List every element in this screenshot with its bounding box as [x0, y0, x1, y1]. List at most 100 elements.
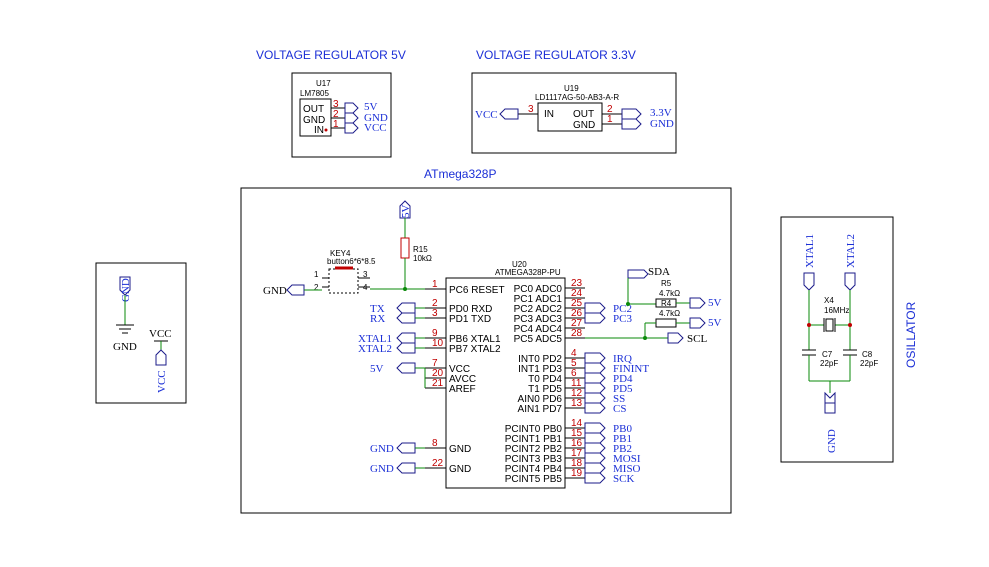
key4-net-gnd: GND — [263, 285, 287, 297]
u20-pin-2-num: 2 — [432, 298, 438, 309]
u20-pin-27-name: PC4 ADC4 — [514, 324, 563, 335]
u20-right-net-18: MISO — [613, 463, 641, 475]
u17-value: LM7805 — [300, 89, 329, 98]
r5-ref: R5 — [661, 279, 672, 288]
x4-value: 16MHz — [824, 306, 849, 315]
u19-ld1117: U19 LD1117AG-50-AB3-A-R IN OUT GND 3 VCC… — [475, 84, 674, 132]
u20-pin-9-name: PB6 XTAL1 — [449, 334, 501, 345]
u20-right-net-6: PD4 — [613, 373, 633, 385]
title-voltage-regulator-5v: VOLTAGE REGULATOR 5V — [256, 48, 406, 62]
key4-body — [328, 268, 359, 294]
r5-value: 4.7kΩ — [659, 289, 680, 298]
power-vcc-port-label: VCC — [156, 370, 168, 393]
u19-net-3v3: 3.3V — [650, 107, 672, 119]
u20-pin-15-num: 15 — [571, 428, 583, 439]
r15-value: 10kΩ — [413, 254, 432, 263]
title-atmega328p: ATmega328P — [424, 167, 497, 181]
u20-pin-9-num: 9 — [432, 328, 438, 339]
u20-pin-6-name: T0 PD4 — [528, 374, 562, 385]
u20-left-net-2: TX — [370, 303, 385, 315]
u17-pin2-num: 2 — [333, 109, 339, 120]
u20-pin-28-name: PC5 ADC5 — [514, 334, 563, 345]
osc-xtal1-label: XTAL1 — [804, 234, 816, 268]
u20-pin-25-name: PC2 ADC2 — [514, 304, 563, 315]
u20-pin-4-name: INT0 PD2 — [518, 354, 562, 365]
key4-pin4: 4 — [363, 283, 368, 292]
u20-body — [445, 277, 566, 489]
u17-pin-out-name: OUT — [303, 104, 324, 115]
i2c-net-scl: SCL — [687, 333, 707, 345]
c8-value: 22pF — [860, 359, 878, 368]
key4-pin2: 2 — [314, 283, 319, 292]
key4-ref: KEY4 — [330, 249, 351, 258]
u20-left-net-3: RX — [370, 313, 385, 325]
u20-pin-7-num: 7 — [432, 358, 438, 369]
r4-body — [655, 318, 677, 328]
u20-right-net-11: PD5 — [613, 383, 633, 395]
u20-pin-26-name: PC3 ADC3 — [514, 314, 563, 325]
u20-pin-5-num: 5 — [571, 358, 577, 369]
oscillator-circuit: XTAL1 XTAL2 X4 16MHz C7 22pF C8 22pF GND — [802, 234, 878, 453]
u20-pin-3-name: PD1 TXD — [449, 314, 491, 325]
u17-lm7805: U17 LM7805 OUT GND IN 3 2 1 5V GND VCC — [299, 79, 388, 137]
u20-pin-8-num: 8 — [432, 438, 438, 449]
u20-pin-18-num: 18 — [571, 458, 583, 469]
u20-left-net-7: 5V — [370, 363, 384, 375]
u20-pin-23-name: PC0 ADC0 — [514, 284, 563, 295]
u20-right-net-5: FININT — [613, 363, 649, 375]
u20-pin-14-name: PCINT0 PB0 — [505, 424, 563, 435]
i2c-pullups: SDA R5 4.7kΩ R4 5V 4.7kΩ 5V SCL — [585, 266, 722, 345]
u20-pin-6-num: 6 — [571, 368, 577, 379]
key4-pin3: 3 — [363, 270, 368, 279]
u20-pin-11-num: 11 — [571, 378, 582, 389]
u20-right-net-19: SCK — [613, 473, 634, 485]
u20-pin-10-num: 10 — [432, 338, 444, 349]
u20-pin-16-num: 16 — [571, 438, 583, 449]
u20-pin-14-num: 14 — [571, 418, 583, 429]
u20-left-net-22: GND — [370, 463, 394, 475]
u20-value: ATMEGA328P-PU — [495, 268, 561, 277]
u17-pin1-num: 1 — [333, 119, 339, 130]
u20-pin-26-num: 26 — [571, 308, 583, 319]
u17-net-vcc: VCC — [364, 122, 387, 134]
power-symbols: GND GND VCC VCC — [113, 276, 172, 393]
c7-ref: C7 — [822, 350, 833, 359]
u20-pin-7-name: VCC — [449, 364, 470, 375]
u20-pin-20-num: 20 — [432, 368, 444, 379]
osc-gnd-label: GND — [826, 429, 838, 453]
reset-circuit: 5V R15 10kΩ KEY4 button6*6*8.5 1 2 3 4 G… — [263, 200, 432, 297]
u19-pin-out-name: OUT — [573, 109, 594, 120]
u19-net-vcc: VCC — [475, 109, 498, 121]
u20-left-net-8: GND — [370, 443, 394, 455]
r15-ref: R15 — [413, 245, 428, 254]
u19-pin2-num: 2 — [607, 104, 613, 115]
u20-pin-25-num: 25 — [571, 298, 583, 309]
u20-right-net-4: IRQ — [613, 353, 632, 365]
u20-right-net-16: PB2 — [613, 443, 632, 455]
r5-net-5v: 5V — [708, 297, 722, 309]
u20-pin-20-name: AVCC — [449, 374, 476, 385]
u20-right-net-15: PB1 — [613, 433, 632, 445]
u19-body — [537, 102, 603, 132]
u20-pin-24-num: 24 — [571, 288, 583, 299]
u20-pin-19-name: PCINT5 PB5 — [505, 474, 563, 485]
u17-ref: U17 — [316, 79, 331, 88]
power-gnd-port-label: GND — [120, 278, 132, 302]
c8-ref: C8 — [862, 350, 873, 359]
u20-pin-27-num: 27 — [571, 318, 583, 329]
r4-value: 4.7kΩ — [659, 309, 680, 318]
u20-right-net-25: PC2 — [613, 303, 632, 315]
key4-value: button6*6*8.5 — [327, 257, 376, 266]
u20-pin-8-name: GND — [449, 444, 471, 455]
u17-pin1-marker — [324, 128, 328, 132]
u20-pin-18-name: PCINT4 PB4 — [505, 464, 563, 475]
title-voltage-regulator-3v3: VOLTAGE REGULATOR 3.3V — [476, 48, 636, 62]
u20-ref: U20 — [512, 260, 527, 269]
u20-right-net-26: PC3 — [613, 313, 632, 325]
u17-pin-gnd-name: GND — [303, 115, 325, 126]
u20-pin-1-name: PC6 RESET — [449, 285, 505, 296]
power-vcc-label: VCC — [149, 328, 172, 340]
